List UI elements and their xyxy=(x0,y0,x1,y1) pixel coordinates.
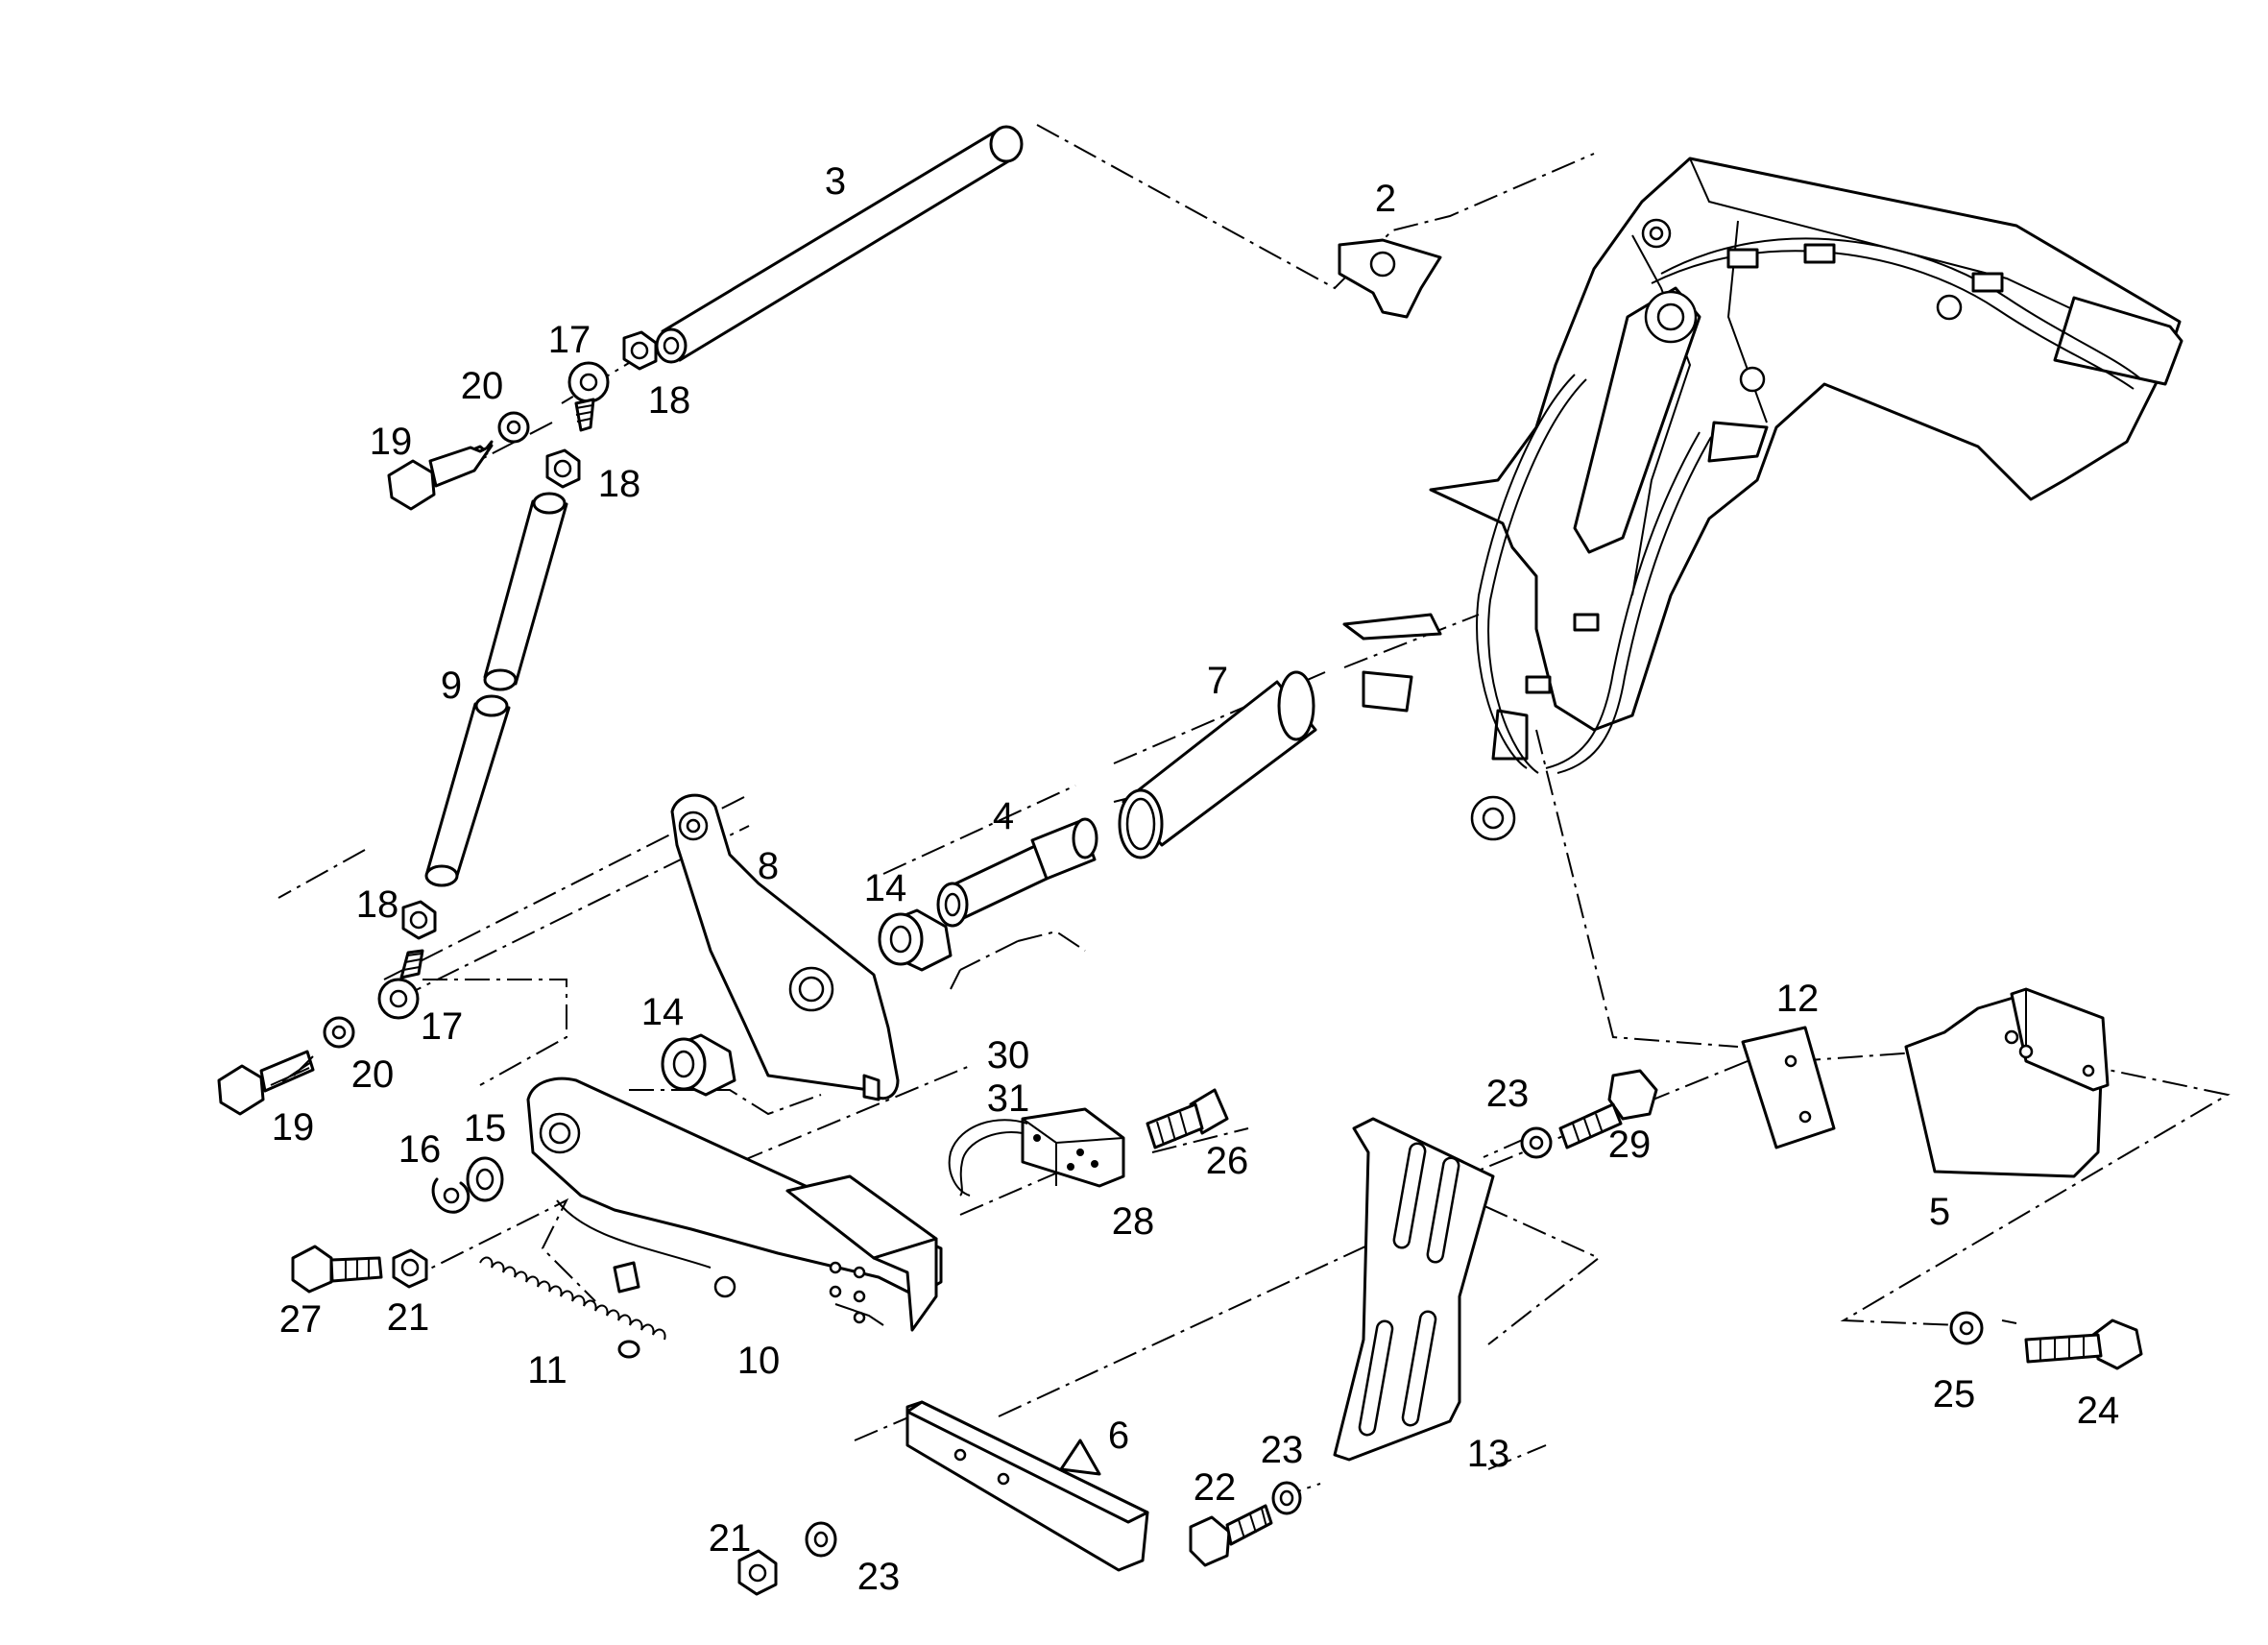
callout-28: 28 xyxy=(1112,1200,1155,1243)
callout-20-lower: 20 xyxy=(351,1053,395,1096)
callout-19-lower: 19 xyxy=(272,1106,315,1149)
callout-9: 9 xyxy=(441,665,462,707)
callout-7: 7 xyxy=(1207,660,1228,702)
part-14-bushing-lower xyxy=(661,1033,736,1097)
callout-16: 16 xyxy=(398,1128,442,1171)
part-12-plate xyxy=(1741,1026,1836,1149)
callout-2: 2 xyxy=(1375,178,1396,220)
callout-23-right: 23 xyxy=(1261,1429,1304,1471)
callout-6: 6 xyxy=(1108,1415,1129,1457)
part-3-tube xyxy=(655,125,1024,364)
callout-19-upper: 19 xyxy=(370,421,413,463)
part-30-31-wire xyxy=(948,1119,1028,1197)
callout-5: 5 xyxy=(1929,1191,1950,1233)
callout-11: 11 xyxy=(527,1349,567,1391)
callout-17-lower: 17 xyxy=(421,1005,464,1048)
part-27-bolt xyxy=(291,1245,383,1294)
callout-3: 3 xyxy=(825,160,846,203)
part-13-slotted-plate xyxy=(1333,1117,1495,1462)
callout-18-middle: 18 xyxy=(598,463,641,505)
part-21-nut-lower xyxy=(737,1549,778,1596)
callout-15: 15 xyxy=(464,1107,507,1149)
part-11-spring xyxy=(479,1256,666,1359)
callout-14-lower: 14 xyxy=(641,991,685,1033)
callout-31: 31 xyxy=(987,1077,1030,1120)
part-4-shaft xyxy=(936,817,1098,928)
part-23-washer-right xyxy=(1271,1481,1302,1515)
callout-25: 25 xyxy=(1933,1373,1976,1415)
part-22-bolt xyxy=(1189,1504,1273,1567)
part-10-bracket xyxy=(526,1077,943,1332)
callout-24: 24 xyxy=(2077,1390,2120,1432)
part-25-washer xyxy=(1949,1311,1984,1345)
callout-30: 30 xyxy=(987,1034,1030,1077)
boom-assembly xyxy=(1342,157,2184,841)
callout-18-lower: 18 xyxy=(356,883,399,926)
part-21-nut-upper xyxy=(392,1248,428,1289)
hardware-upper xyxy=(217,330,658,1116)
part-8-plate xyxy=(670,793,900,1101)
part-23-washer-lower xyxy=(805,1521,837,1558)
part-14-bushing-upper xyxy=(878,908,953,972)
part-16-clip xyxy=(431,1177,470,1214)
callout-10: 10 xyxy=(737,1340,781,1382)
callout-12: 12 xyxy=(1776,978,1820,1020)
callout-13: 13 xyxy=(1467,1433,1510,1475)
callout-29: 29 xyxy=(1608,1124,1652,1166)
callout-20-upper: 20 xyxy=(461,365,504,407)
callout-4: 4 xyxy=(993,795,1014,837)
part-28-switch xyxy=(1021,1107,1125,1188)
callout-23-lower: 23 xyxy=(857,1556,901,1598)
part-6-pad xyxy=(905,1400,1149,1572)
part-15-washer xyxy=(466,1156,504,1202)
part-29-bolt xyxy=(1558,1069,1658,1149)
part-2-bracket xyxy=(1338,238,1442,319)
callout-26: 26 xyxy=(1206,1140,1249,1182)
part-7-sleeve xyxy=(1118,670,1317,859)
callout-8: 8 xyxy=(758,845,779,887)
part-23-washer-upper xyxy=(1520,1126,1553,1159)
callout-23-upper: 23 xyxy=(1486,1073,1530,1115)
callout-14-upper: 14 xyxy=(864,867,907,909)
callout-22: 22 xyxy=(1194,1466,1237,1509)
part-9-rod xyxy=(424,492,568,887)
callout-27: 27 xyxy=(279,1298,323,1341)
part-24-bolt xyxy=(2024,1318,2143,1370)
callout-labels: 2 3 4 5 6 7 8 9 10 11 12 13 14 14 15 16 … xyxy=(272,160,2120,1598)
part-26-bolt xyxy=(1146,1088,1229,1149)
callout-17-upper: 17 xyxy=(548,319,591,361)
callout-18-upper: 18 xyxy=(648,379,691,422)
callout-21-lower: 21 xyxy=(709,1517,752,1560)
part-5-bracket xyxy=(1904,987,2110,1178)
callout-21-upper: 21 xyxy=(387,1296,430,1339)
